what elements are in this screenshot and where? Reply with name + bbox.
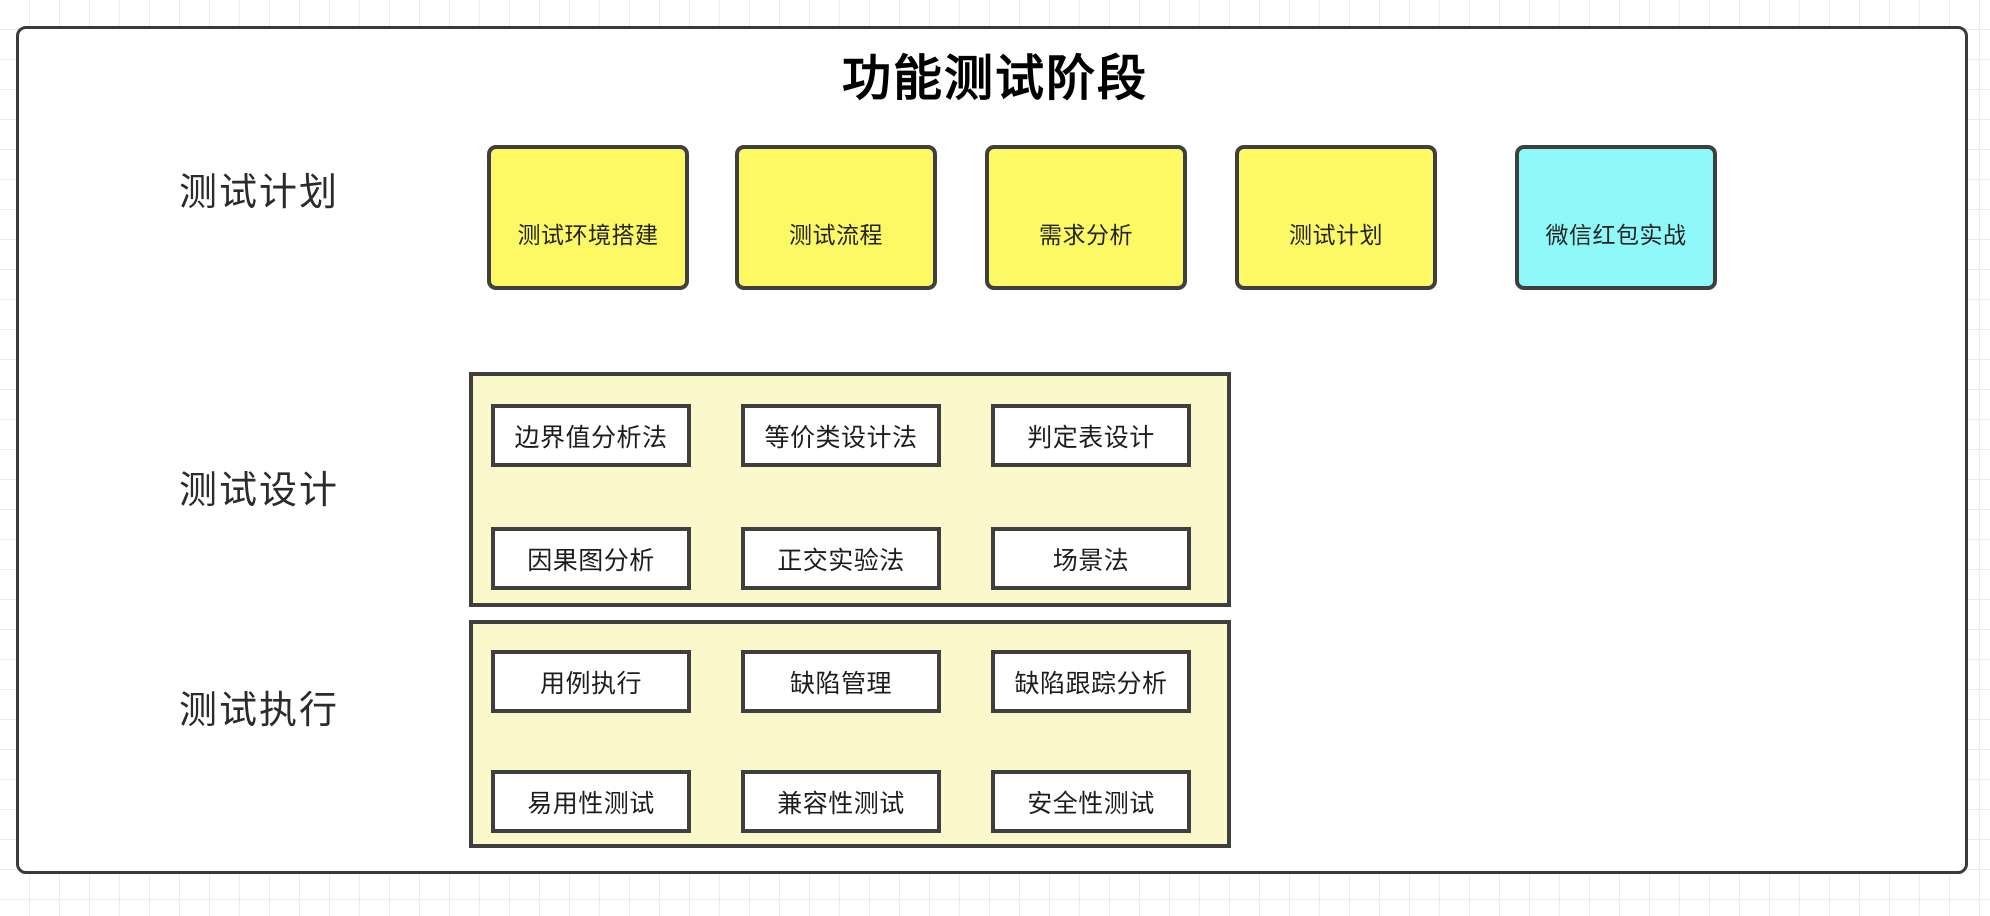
node-label: 测试环境搭建 [517, 222, 659, 248]
cell-boundary-value-analysis[interactable]: 边界值分析法 [491, 404, 691, 467]
cell-defect-management[interactable]: 缺陷管理 [741, 650, 941, 713]
row-label-test-plan: 测试计划 [179, 172, 340, 214]
page-title: 功能测试阶段 [841, 52, 1148, 106]
cell-label: 易用性测试 [527, 789, 655, 818]
cell-usability-testing[interactable]: 易用性测试 [491, 770, 691, 833]
cell-label: 兼容性测试 [777, 789, 905, 818]
cell-orthogonal-experiment-method[interactable]: 正交实验法 [741, 527, 941, 590]
group-test-design: 边界值分析法 等价类设计法 判定表设计 因果图分析 正交实验法 场景法 [469, 372, 1231, 607]
row-label-test-design: 测试设计 [179, 470, 340, 512]
cell-scenario-method[interactable]: 场景法 [991, 527, 1191, 590]
cell-label: 安全性测试 [1027, 789, 1155, 818]
node-requirement-analysis[interactable]: 需求分析 [985, 145, 1187, 290]
cell-label: 用例执行 [539, 669, 642, 698]
node-test-plan[interactable]: 测试计划 [1235, 145, 1437, 290]
node-label: 测试计划 [1289, 222, 1383, 248]
group-test-execution: 用例执行 缺陷管理 缺陷跟踪分析 易用性测试 兼容性测试 安全性测试 [469, 620, 1231, 848]
node-label: 测试流程 [789, 222, 883, 248]
cell-label: 等价类设计法 [764, 423, 918, 452]
cell-label: 场景法 [1052, 546, 1130, 575]
node-test-process[interactable]: 测试流程 [735, 145, 937, 290]
cell-label: 缺陷管理 [789, 669, 892, 698]
cell-label: 判定表设计 [1027, 423, 1155, 452]
cell-label: 因果图分析 [527, 546, 655, 575]
node-label: 需求分析 [1039, 222, 1133, 248]
cell-label: 缺陷跟踪分析 [1014, 669, 1168, 698]
cell-label: 正交实验法 [777, 546, 905, 575]
cell-cause-effect-graph-analysis[interactable]: 因果图分析 [491, 527, 691, 590]
cell-equivalence-class-design[interactable]: 等价类设计法 [741, 404, 941, 467]
cell-security-testing[interactable]: 安全性测试 [991, 770, 1191, 833]
cell-label: 边界值分析法 [514, 423, 668, 452]
cell-decision-table-design[interactable]: 判定表设计 [991, 404, 1191, 467]
diagram-frame: 功能测试阶段 测试计划 测试环境搭建 测试流程 需求分析 测试计划 微信红包实战… [16, 26, 1968, 874]
node-label: 微信红包实战 [1545, 222, 1687, 248]
node-wechat-redpacket-practice[interactable]: 微信红包实战 [1515, 145, 1717, 290]
node-test-environment-setup[interactable]: 测试环境搭建 [487, 145, 689, 290]
cell-defect-tracking-analysis[interactable]: 缺陷跟踪分析 [991, 650, 1191, 713]
cell-compatibility-testing[interactable]: 兼容性测试 [741, 770, 941, 833]
cell-test-case-execution[interactable]: 用例执行 [491, 650, 691, 713]
row-label-test-execution: 测试执行 [179, 690, 340, 732]
